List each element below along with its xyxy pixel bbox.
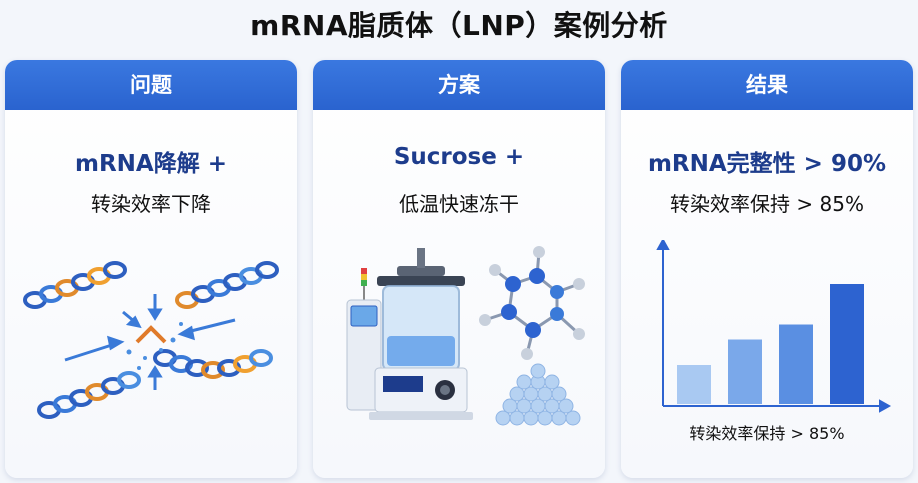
- chart-axes: [656, 240, 892, 413]
- bar-4: [830, 284, 864, 404]
- page-title: mRNA脂质体（LNP）案例分析: [250, 9, 668, 42]
- result-card: 结果 mRNA完整性 > 90% 转染效率保持 > 85% 转染效率保持 > 8…: [621, 60, 913, 478]
- lyophilized-powder-icon: [495, 363, 581, 426]
- result-headline: mRNA完整性 > 90%: [647, 151, 887, 177]
- chart-bars: [677, 284, 864, 404]
- result-card-header: 结果: [621, 60, 913, 110]
- problem-subtext: 转染效率下降: [91, 192, 211, 216]
- solution-headline: Sucrose +: [393, 144, 525, 170]
- freeze-dryer-illustration: [346, 246, 585, 426]
- mrna-strand-upper-left: [23, 261, 127, 309]
- cleavage-site-icon: [135, 325, 167, 344]
- bar-3: [779, 324, 813, 404]
- attack-arrows: [64, 294, 236, 390]
- problem-headline: mRNA降解 +: [74, 151, 227, 177]
- solution-subtext: 低温快速冻干: [399, 192, 519, 216]
- mrna-strand-upper-right: [175, 261, 279, 309]
- problem-card-header: 问题: [5, 60, 297, 110]
- fragment-dots: [126, 322, 183, 370]
- solution-card: 方案 Sucrose + 低温快速冻干: [313, 60, 605, 478]
- solution-card-header: 方案: [313, 60, 605, 110]
- freeze-dryer-icon: [346, 248, 473, 420]
- problem-card: 问题 mRNA降解 + 转染效率下降: [5, 60, 297, 478]
- transfection-bar-chart: [656, 240, 892, 413]
- result-subtext: 转染效率保持 > 85%: [670, 192, 864, 216]
- mrna-strand-lower-right: [153, 349, 273, 379]
- bar-2: [728, 339, 762, 404]
- mrna-degradation-illustration: [23, 261, 279, 419]
- mrna-strand-lower-left: [37, 371, 141, 419]
- sucrose-molecule-icon: [479, 246, 585, 360]
- chart-caption: 转染效率保持 > 85%: [689, 424, 845, 443]
- bar-1: [677, 365, 711, 404]
